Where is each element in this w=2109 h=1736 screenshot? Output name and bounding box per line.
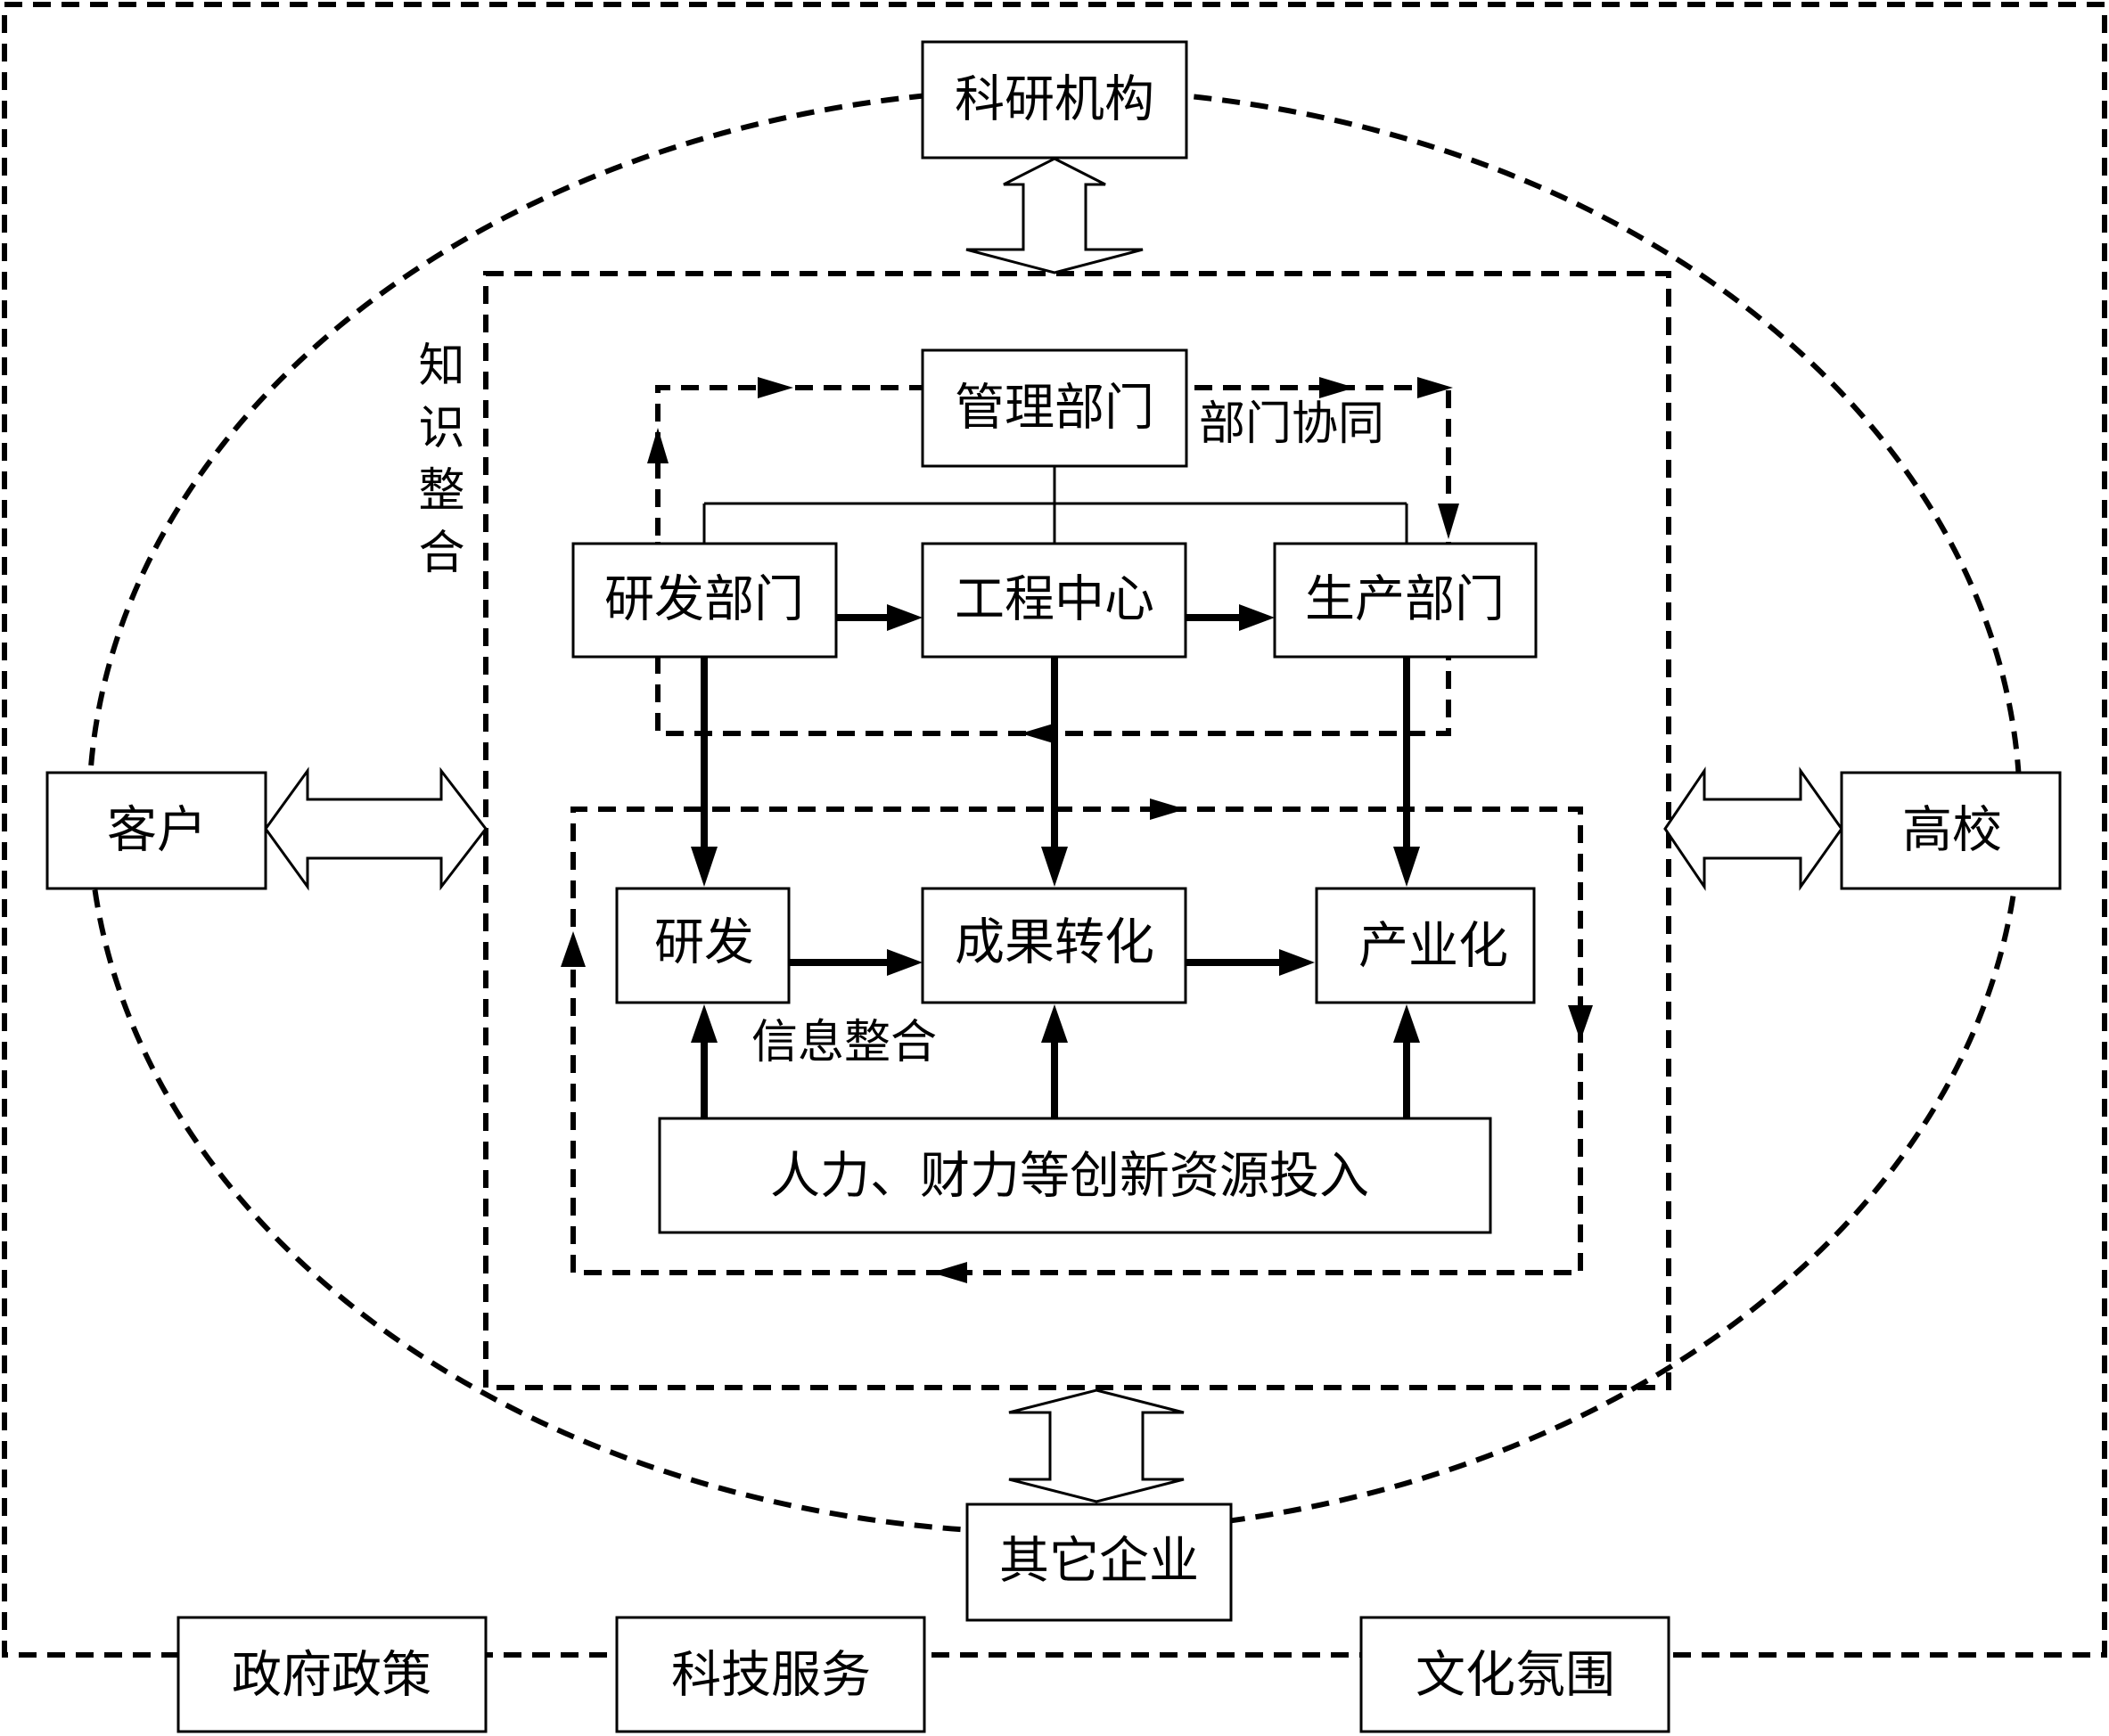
research-institute-double-arrow <box>965 157 1144 274</box>
industrialization-label: 产业化 <box>1358 918 1508 976</box>
customer-label: 客户 <box>107 802 207 860</box>
university-label: 高校 <box>1902 802 2002 860</box>
environment-boundary <box>2 2 2107 1658</box>
production-dept-node: 生产部门 <box>1273 542 1538 659</box>
culture-node: 文化氛围 <box>1359 1616 1670 1733</box>
other-enterprises-node: 其它企业 <box>965 1503 1233 1622</box>
research-institute-node: 科研机构 <box>921 40 1188 160</box>
knowledge-integration-label: 知识整合 <box>410 340 464 590</box>
resource-input-node: 人力、财力等创新资源投入 <box>658 1117 1492 1234</box>
tech-services-node: 科技服务 <box>615 1616 926 1733</box>
commercialization-node: 成果转化 <box>921 887 1187 1004</box>
other-enterprises-double-arrow <box>1008 1388 1185 1503</box>
engineering-center-label: 工程中心 <box>955 571 1154 629</box>
dept-collaboration-label: 部门协同 <box>1199 397 1384 451</box>
university-double-arrow <box>1663 766 1843 891</box>
management-dept-label: 管理部门 <box>955 380 1154 438</box>
info-integration-label: 信息整合 <box>751 1016 937 1069</box>
gov-policy-node: 政府政策 <box>176 1616 488 1733</box>
other-enterprises-label: 其它企业 <box>999 1533 1199 1591</box>
industrialization-node: 产业化 <box>1315 887 1536 1004</box>
research-institute-label: 科研机构 <box>955 71 1154 129</box>
rnd-dept-node: 研发部门 <box>571 542 838 659</box>
customer-double-arrow <box>264 766 488 891</box>
customer-node: 客户 <box>45 771 267 890</box>
process-arrows <box>691 604 1420 1118</box>
rnd-stage-node: 研发 <box>615 887 791 1004</box>
management-dept-node: 管理部门 <box>921 348 1188 468</box>
org-chart-connector <box>702 466 1408 544</box>
engineering-center-node: 工程中心 <box>921 542 1187 659</box>
gov-policy-label: 政府政策 <box>232 1647 431 1705</box>
info-integration-loop <box>561 798 1593 1283</box>
tech-services-label: 科技服务 <box>671 1647 871 1705</box>
resource-input-label: 人力、财力等创新资源投入 <box>770 1148 1369 1206</box>
rnd-stage-label: 研发 <box>654 914 754 972</box>
rnd-dept-label: 研发部门 <box>604 571 804 629</box>
commercialization-label: 成果转化 <box>955 914 1154 972</box>
university-node: 高校 <box>1840 771 2062 890</box>
production-dept-label: 生产部门 <box>1305 571 1505 629</box>
culture-label: 文化氛围 <box>1416 1647 1615 1705</box>
